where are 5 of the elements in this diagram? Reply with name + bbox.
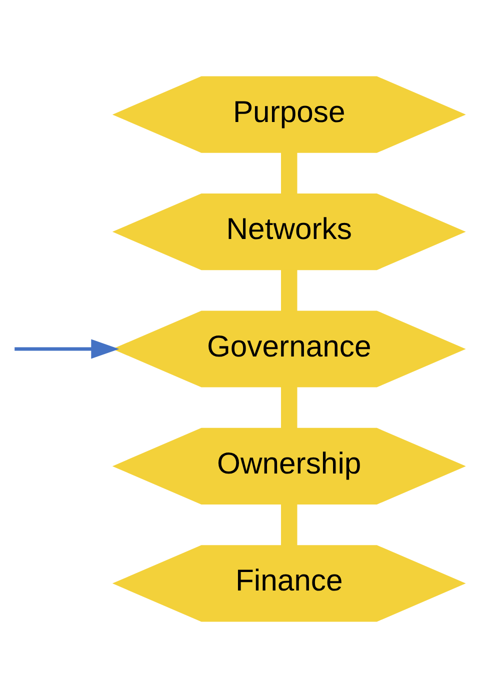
arrow: [14, 338, 119, 358]
connector: [280, 386, 297, 428]
connector: [280, 269, 297, 311]
connector: [280, 152, 297, 194]
connector: [280, 504, 297, 546]
